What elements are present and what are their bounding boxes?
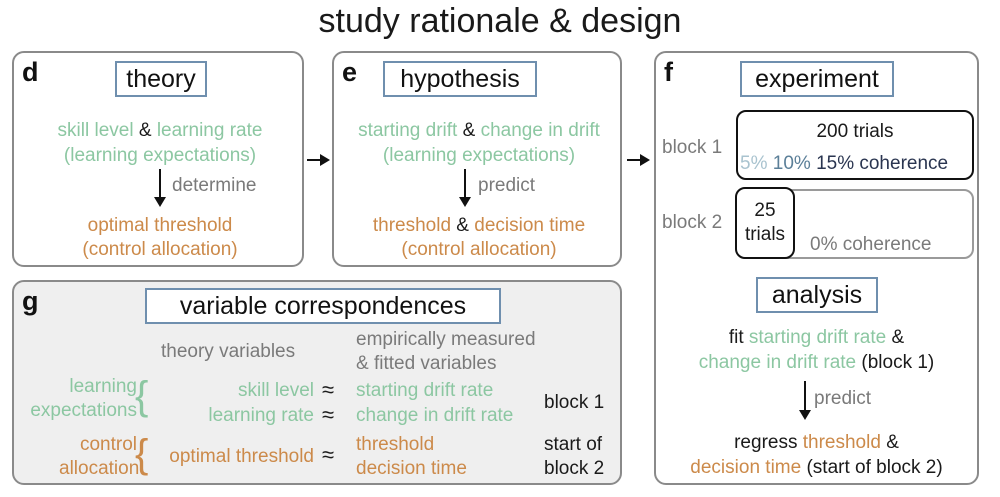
- determine-label: determine: [172, 175, 257, 196]
- decision-time-label: decision time: [690, 457, 802, 478]
- block2-coherence: 0% coherence: [810, 234, 932, 255]
- arrow-down-icon: [459, 197, 471, 207]
- analysis-regress-line-2: decision time (start of block 2): [656, 456, 977, 480]
- col-empirical-header-2: & fitted variables: [356, 353, 497, 374]
- optimal-threshold-label: optimal threshold: [169, 446, 314, 467]
- arrow-shaft: [464, 169, 466, 197]
- change-in-drift-rate-label: change in drift rate: [356, 405, 514, 426]
- start-of-label: start of: [544, 434, 603, 455]
- decision-time-label: decision time: [474, 215, 586, 236]
- learning-label: learning: [69, 376, 137, 397]
- experiment-heading: experiment: [740, 61, 894, 97]
- col-theory-header: theory variables: [161, 341, 296, 362]
- panel-letter: g: [22, 286, 39, 316]
- control-allocation-label: (control allocation): [82, 239, 238, 260]
- skill-level-label: skill level: [57, 120, 134, 141]
- block2-label: block 2: [662, 212, 723, 233]
- theory-inputs: skill level & learning rate: [14, 119, 306, 143]
- starting-drift-rate-label: starting drift rate: [356, 380, 494, 401]
- block1-label: block 1: [662, 137, 723, 158]
- coherence-15: 15% coherence: [816, 153, 949, 174]
- skill-level-label: skill level: [237, 380, 314, 401]
- arrow-right-icon: [320, 154, 330, 166]
- analysis-fit-line-2: change in drift rate (block 1): [656, 351, 977, 375]
- arrow-shaft: [804, 381, 806, 411]
- predict-label: predict: [814, 388, 872, 409]
- brace-icon: {: [135, 374, 149, 418]
- hypothesis-outputs: threshold & decision time: [334, 214, 624, 238]
- arrow-down-icon: [799, 410, 811, 420]
- arrow-right-icon: [640, 154, 650, 166]
- ampersand: &: [891, 327, 905, 348]
- threshold-label: threshold: [802, 432, 881, 453]
- page-title: study rationale & design: [318, 2, 682, 40]
- hypothesis-heading: hypothesis: [383, 61, 537, 97]
- block2-trials-num: 25: [754, 200, 776, 221]
- expectations-label: expectations: [30, 400, 137, 421]
- optimal-threshold-label: optimal threshold: [87, 215, 233, 236]
- starting-drift-rate-label: starting drift rate: [748, 327, 887, 348]
- panel-letter: f: [664, 57, 673, 87]
- correspondences-heading: variable correspondences: [145, 288, 501, 324]
- hypothesis-inputs: starting drift & change in drift: [334, 119, 624, 143]
- fit-label: fit: [728, 327, 744, 348]
- block1-paren: (block 1): [861, 352, 935, 373]
- predict-label: predict: [478, 175, 536, 196]
- start-block2-paren: (start of block 2): [806, 457, 943, 478]
- starting-drift-label: starting drift: [358, 120, 458, 141]
- block1-coherence: 5% 10% 15% coherence: [740, 152, 948, 176]
- decision-time-label: decision time: [356, 458, 467, 479]
- block2-label: block 2: [544, 458, 605, 479]
- panel-hypothesis: e hypothesis starting drift & change in …: [332, 51, 622, 267]
- approx-icon: ≈: [322, 377, 335, 402]
- coherence-10: 10%: [772, 153, 811, 174]
- panel-letter: e: [342, 57, 358, 87]
- block1-label: block 1: [544, 392, 605, 413]
- control-label: control: [79, 434, 137, 455]
- threshold-label: threshold: [372, 215, 452, 236]
- block2-trials-box: 25 trials: [735, 187, 795, 259]
- change-in-drift-label: change in drift: [480, 120, 600, 141]
- learning-expectations-label: (learning expectations): [63, 145, 257, 166]
- ampersand: &: [462, 120, 476, 141]
- ampersand: &: [456, 215, 469, 236]
- analysis-heading: analysis: [756, 277, 878, 313]
- arrow-down-icon: [154, 197, 166, 207]
- col-empirical-header-1: empirically measured: [356, 329, 536, 350]
- panel-theory: d theory skill level & learning rate (le…: [12, 51, 304, 267]
- regress-label: regress: [734, 432, 798, 453]
- approx-icon: ≈: [322, 442, 335, 467]
- control-allocation-label: (control allocation): [401, 239, 557, 260]
- coherence-5: 5%: [740, 153, 768, 174]
- arrow-shaft: [627, 159, 640, 161]
- block1-trials: 200 trials: [816, 121, 894, 142]
- theory-heading: theory: [115, 61, 207, 97]
- change-in-drift-rate-label: change in drift rate: [698, 352, 857, 373]
- ampersand: &: [886, 432, 899, 453]
- arrow-shaft: [307, 159, 320, 161]
- block1-box: 200 trials 5% 10% 15% coherence: [736, 110, 974, 180]
- panel-letter: d: [22, 57, 39, 87]
- analysis-fit-line: fit starting drift rate &: [656, 326, 977, 350]
- learning-rate-label: learning rate: [156, 120, 263, 141]
- approx-icon: ≈: [322, 402, 335, 427]
- panel-variable-correspondences: g variable correspondences theory variab…: [12, 280, 622, 485]
- ampersand: &: [138, 120, 152, 141]
- block2-trials-word: trials: [744, 224, 786, 245]
- analysis-regress-line: regress threshold &: [656, 431, 977, 455]
- brace-icon: {: [135, 432, 149, 476]
- learning-rate-label: learning rate: [208, 405, 314, 426]
- threshold-label: threshold: [356, 434, 435, 455]
- panel-experiment: f experiment block 1 200 trials 5% 10% 1…: [654, 51, 979, 485]
- arrow-shaft: [159, 169, 161, 197]
- allocation-label: allocation: [59, 458, 140, 479]
- learning-expectations-label: (learning expectations): [382, 145, 576, 166]
